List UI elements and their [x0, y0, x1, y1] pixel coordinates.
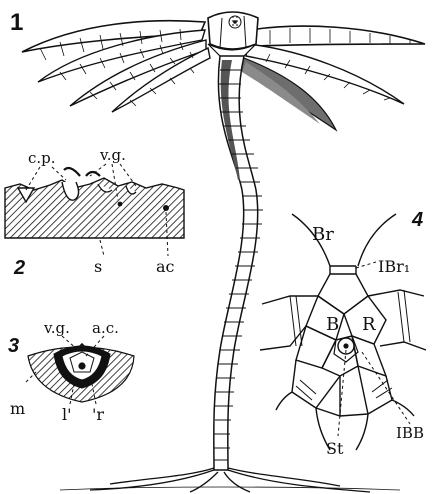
right-arms — [240, 26, 425, 130]
label-vg-3: v.g. — [43, 319, 70, 337]
label-ac: ac — [156, 257, 175, 276]
label-cp: c.p. — [28, 149, 56, 167]
axial-canal — [78, 362, 85, 369]
figure-1-crinoid: 1 — [10, 9, 425, 492]
label-l: l' — [62, 405, 72, 424]
holdfast — [60, 468, 400, 492]
label-b: B — [326, 314, 339, 335]
label-vg: v.g. — [99, 146, 126, 164]
figure-4-plate-diagram: Br IBr₁ B R IBB St 4 — [260, 209, 426, 458]
stem — [214, 56, 263, 470]
label-br: Br — [312, 224, 334, 245]
label-r: R — [362, 314, 376, 335]
figure-2-section: c.p. v.g. s ac 2 — [5, 146, 184, 279]
figure-1-number: 1 — [10, 9, 23, 36]
label-m: m — [10, 399, 25, 418]
label-s: s — [94, 257, 102, 276]
label-st: St — [326, 439, 344, 458]
label-ibr: IBr₁ — [378, 257, 410, 276]
figure-3-number: 3 — [8, 335, 19, 357]
left-arms — [22, 21, 210, 112]
label-ibb: IBB — [396, 424, 424, 442]
label-r: 'r — [92, 405, 104, 424]
label-ac-3: a.c. — [92, 319, 119, 337]
figure-4-number: 4 — [411, 209, 423, 231]
figure-3-cross-section: v.g. a.c. m l' 'r 3 — [8, 319, 134, 424]
figure-2-number: 2 — [13, 257, 25, 279]
